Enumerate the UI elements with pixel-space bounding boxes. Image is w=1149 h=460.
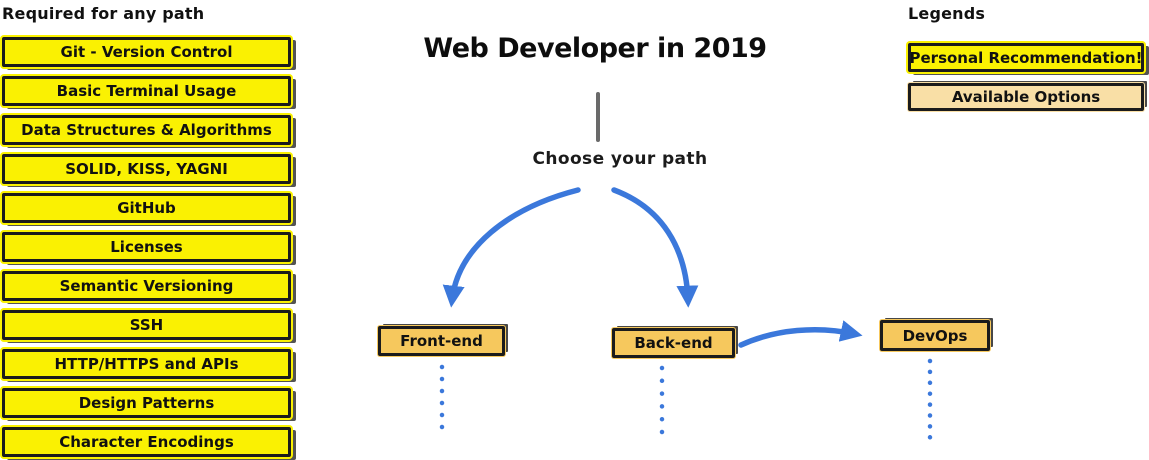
path-node-devops: DevOps <box>880 320 990 351</box>
page-title: Web Developer in 2019 <box>423 33 767 64</box>
required-topic-box: Git - Version Control <box>2 37 291 67</box>
required-topics-list: Git - Version Control Basic Terminal Usa… <box>2 37 291 457</box>
path-node-backend: Back-end <box>612 328 735 358</box>
legend-personal-recommendation: Personal Recommendation! <box>908 43 1144 72</box>
legend-heading: Legends <box>908 4 986 23</box>
required-topic-box: Basic Terminal Usage <box>2 76 291 106</box>
required-topic-box: Design Patterns <box>2 388 291 418</box>
required-topic-box: Licenses <box>2 232 291 262</box>
legend-available-options: Available Options <box>908 83 1144 111</box>
required-panel-heading: Required for any path <box>2 4 205 23</box>
path-node-frontend: Front-end <box>378 326 505 356</box>
required-topic-box: HTTP/HTTPS and APIs <box>2 349 291 379</box>
required-topic-box: SSH <box>2 310 291 340</box>
required-topic-box: GitHub <box>2 193 291 223</box>
arrow-backend-to-devops <box>738 320 863 348</box>
required-topic-box: Character Encodings <box>2 427 291 457</box>
required-topic-box: SOLID, KISS, YAGNI <box>2 154 291 184</box>
required-topic-box: Semantic Versioning <box>2 271 291 301</box>
required-topic-box: Data Structures & Algorithms <box>2 115 291 145</box>
arrow-to-backend <box>611 187 699 308</box>
arrow-to-frontend <box>442 187 581 308</box>
choose-path-label: Choose your path <box>532 149 708 169</box>
